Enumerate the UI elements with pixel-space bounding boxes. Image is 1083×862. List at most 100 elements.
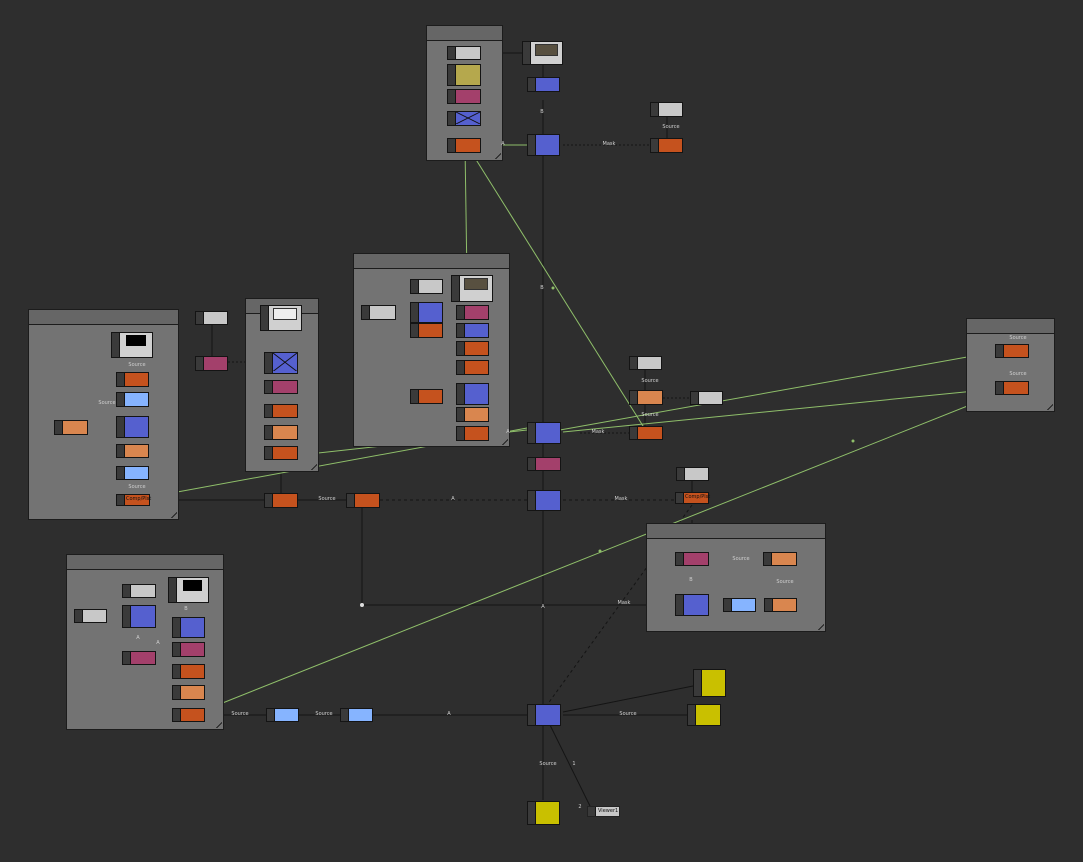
transform-node[interactable]: [122, 651, 156, 665]
grade-node[interactable]: [723, 598, 756, 612]
blur-node[interactable]: [456, 407, 489, 422]
merge-node[interactable]: [116, 416, 149, 438]
label-source: Source: [128, 484, 146, 490]
viewer-title: Viewer1: [598, 808, 619, 814]
disabled-merge-node[interactable]: [264, 352, 298, 374]
transform-node[interactable]: [264, 380, 298, 394]
label-source: Source: [662, 124, 680, 130]
loader-node[interactable]: [690, 391, 723, 405]
merge-node[interactable]: [172, 617, 205, 638]
color-correct-node[interactable]: [346, 493, 380, 508]
color-correct-node[interactable]: [410, 389, 443, 404]
label-source: Source: [98, 400, 116, 406]
disabled-merge-node[interactable]: [447, 111, 481, 126]
label-a: A: [506, 429, 510, 435]
blur-node[interactable]: [763, 552, 797, 566]
loader-node[interactable]: [650, 102, 683, 117]
color-correct-node[interactable]: [116, 372, 149, 387]
color-correct-node[interactable]: [650, 138, 683, 153]
backdrop-lower-right[interactable]: [646, 523, 826, 632]
loader-node[interactable]: [74, 609, 107, 623]
write-node[interactable]: [687, 704, 721, 726]
grade-node[interactable]: [116, 466, 149, 480]
label-source: Source: [318, 496, 336, 502]
color-correct-node[interactable]: [995, 381, 1029, 395]
blur-node[interactable]: [54, 420, 88, 435]
merge-node[interactable]: [527, 422, 561, 444]
write-node[interactable]: [527, 801, 560, 825]
read-thumbnail-node[interactable]: [260, 305, 302, 331]
write-node[interactable]: [693, 669, 726, 697]
transform-node[interactable]: [527, 457, 561, 471]
color-correct-node[interactable]: [264, 446, 298, 460]
color-correct-node[interactable]: [456, 341, 489, 356]
comp-node[interactable]: Comp/Plst: [675, 492, 710, 504]
label-b: B: [689, 577, 693, 583]
label-2: 2: [578, 804, 582, 810]
backdrop-left[interactable]: [28, 309, 179, 520]
label-source: Source: [619, 711, 637, 717]
read-thumbnail-node[interactable]: [522, 41, 563, 65]
color-correct-node[interactable]: [172, 664, 205, 679]
label-a: A: [451, 496, 455, 502]
thumbnail-icon: [464, 278, 488, 290]
x-mark-icon: [273, 353, 297, 372]
transform-node[interactable]: [195, 356, 228, 371]
blur-node[interactable]: [629, 390, 663, 405]
label-source: Source: [231, 711, 249, 717]
viewer-node[interactable]: Viewer1: [587, 806, 620, 817]
merge-node[interactable]: [527, 490, 561, 511]
dot-node[interactable]: [360, 603, 364, 607]
merge-node[interactable]: [527, 77, 560, 92]
label-1: 1: [572, 761, 576, 767]
loader-node[interactable]: [676, 467, 709, 481]
blur-node[interactable]: [264, 425, 298, 440]
color-correct-node[interactable]: [456, 426, 489, 441]
transform-node[interactable]: [675, 552, 709, 566]
label-source: Source: [128, 362, 146, 368]
blur-node[interactable]: [764, 598, 797, 612]
read-thumbnail-node[interactable]: [168, 577, 209, 603]
label-mask: Mask: [602, 141, 616, 147]
backdrop-right[interactable]: [966, 318, 1055, 412]
merge-node[interactable]: [456, 323, 489, 338]
label-mask: Mask: [591, 429, 605, 435]
transform-node[interactable]: [447, 89, 481, 104]
merge-node[interactable]: [122, 605, 156, 628]
blur-node[interactable]: [116, 444, 149, 458]
transform-node[interactable]: [172, 642, 205, 657]
read-thumbnail-node[interactable]: [451, 275, 493, 302]
merge-node[interactable]: [527, 704, 561, 726]
grade-node[interactable]: [340, 708, 373, 722]
loader-node[interactable]: [195, 311, 228, 325]
color-correct-node[interactable]: [447, 138, 481, 153]
color-correct-node[interactable]: [995, 344, 1029, 358]
loader-node[interactable]: [361, 305, 396, 320]
color-correct-node[interactable]: [629, 426, 663, 440]
color-correct-node[interactable]: [410, 323, 443, 338]
comp-node[interactable]: Comp/Plst: [116, 494, 151, 506]
loader-node[interactable]: [447, 46, 481, 60]
label-source: Source: [641, 412, 659, 418]
color-correct-node[interactable]: [172, 708, 205, 722]
grade-node[interactable]: [116, 392, 149, 407]
color-correct-node[interactable]: [264, 404, 298, 418]
loader-node[interactable]: [629, 356, 662, 370]
blur-node[interactable]: [172, 685, 205, 700]
loader-node[interactable]: [410, 279, 443, 294]
constant-node[interactable]: [447, 64, 481, 86]
label-b: B: [540, 109, 544, 115]
label-source: Source: [315, 711, 333, 717]
label-b: B: [184, 606, 188, 612]
merge-node[interactable]: [527, 134, 560, 156]
color-correct-node[interactable]: [264, 493, 298, 508]
merge-node[interactable]: [675, 594, 709, 616]
merge-node[interactable]: [456, 383, 489, 405]
label-source: Source: [539, 761, 557, 767]
read-thumbnail-node[interactable]: [111, 332, 153, 358]
color-correct-node[interactable]: [456, 360, 489, 375]
merge-node[interactable]: [410, 302, 443, 323]
grade-node[interactable]: [266, 708, 299, 722]
transform-node[interactable]: [456, 305, 489, 320]
loader-node[interactable]: [122, 584, 156, 598]
